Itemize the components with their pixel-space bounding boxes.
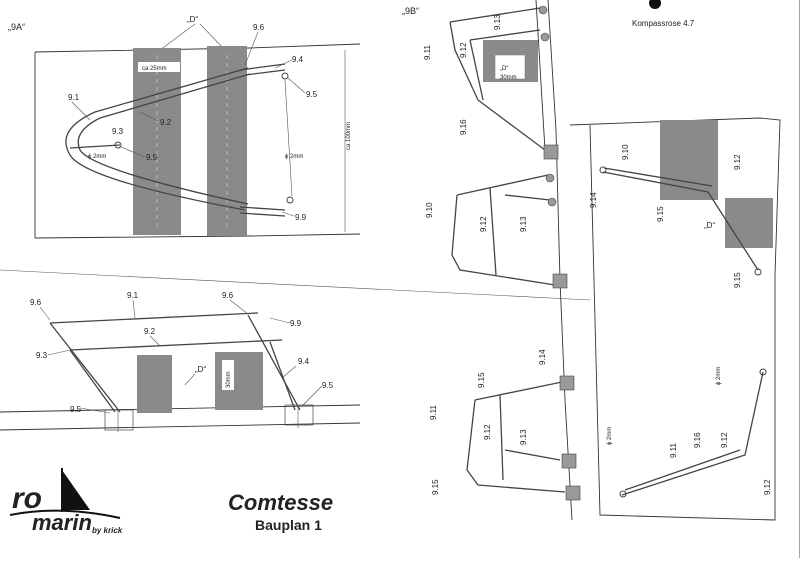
dim-phi2-a: ϕ 2mm xyxy=(88,154,106,160)
part-9-4-label: 9.4 xyxy=(292,55,304,64)
d-label-9a-top: „D“ xyxy=(187,15,198,24)
part-9-9b-label: 9.9 xyxy=(290,319,302,328)
part-9-14b-label: 9.14 xyxy=(589,192,598,208)
part-9-3-label: 9.3 xyxy=(112,127,124,136)
part-9-10b-label: 9.10 xyxy=(621,144,630,160)
dim-phi2-c: ϕ 2mm xyxy=(607,427,613,445)
part-9-4b-label: 9.4 xyxy=(298,357,310,366)
compass-label: Kompassrose 4.7 xyxy=(632,19,695,28)
section-9a-label: „9A“ xyxy=(8,22,25,32)
part-9-1b-label: 9.1 xyxy=(127,291,139,300)
deck-plank-1 xyxy=(133,48,181,235)
d-label-9a-bottom: „D“ xyxy=(195,365,206,374)
part-9-14-label: 9.14 xyxy=(538,349,547,365)
compass-rose-icon xyxy=(649,0,661,9)
part-9-15c-label: 9.15 xyxy=(656,206,665,222)
part-9-10-label: 9.10 xyxy=(425,202,434,218)
part-9-15b-label: 9.15 xyxy=(431,479,440,495)
part-9-1-label: 9.1 xyxy=(68,93,80,102)
dim-ca25: ca 25mm xyxy=(142,66,167,72)
part-9-12b-label: 9.12 xyxy=(479,216,488,232)
part-9-16-label: 9.16 xyxy=(459,119,468,135)
dim-phi2-b: ϕ 2mm xyxy=(285,154,303,160)
part-9-5d-label: 9.5 xyxy=(70,405,82,414)
part-9-16b-label: 9.16 xyxy=(693,432,702,448)
part-9-15d-label: 9.15 xyxy=(733,272,742,288)
deck-plank-5 xyxy=(660,120,718,200)
plan-title: Comtesse xyxy=(228,490,333,515)
part-9-12d-label: 9.12 xyxy=(733,154,742,170)
part-9-6c-label: 9.6 xyxy=(222,291,234,300)
part-9-13c-label: 9.13 xyxy=(519,429,528,445)
part-9-15-label: 9.15 xyxy=(477,372,486,388)
part-9-13b-label: 9.13 xyxy=(519,216,528,232)
part-9-2b-label: 9.2 xyxy=(144,327,156,336)
romarin-logo: ro marin by krick xyxy=(9,468,123,535)
part-9-3b-label: 9.3 xyxy=(36,351,48,360)
part-9-5c-label: 9.5 xyxy=(322,381,334,390)
plan-subtitle: Bauplan 1 xyxy=(255,517,322,533)
part-9-11c-label: 9.11 xyxy=(669,442,678,458)
part-9-6b-label: 9.6 xyxy=(30,298,42,307)
svg-text:by krick: by krick xyxy=(92,526,123,535)
part-9-11-label: 9.11 xyxy=(423,44,432,60)
dim-30mm: 30mm xyxy=(226,371,232,388)
part-9-12-label: 9.12 xyxy=(459,42,468,58)
svg-text:ro: ro xyxy=(12,482,42,515)
part-9-12c-label: 9.12 xyxy=(483,424,492,440)
part-9-6-label: 9.6 xyxy=(253,23,265,32)
d-label-right: „D“ xyxy=(704,221,715,230)
dim-ca100: ca 100mm xyxy=(346,122,352,150)
svg-text:marin: marin xyxy=(32,510,92,535)
part-9-5b-label: 9.5 xyxy=(146,153,158,162)
part-9-12e-label: 9.12 xyxy=(720,432,729,448)
part-9-12f-label: 9.12 xyxy=(763,479,772,495)
deck-plank-6 xyxy=(725,198,773,248)
part-9-2-label: 9.2 xyxy=(160,118,172,127)
dim-30mm-9b: 30mm xyxy=(500,75,517,81)
part-9-5-label: 9.5 xyxy=(306,90,318,99)
part-9-9-label: 9.9 xyxy=(295,213,307,222)
d-label-9b-box: „D“ xyxy=(500,66,508,72)
section-9b-label: „9B“ xyxy=(402,6,419,16)
deck-plank-3 xyxy=(137,355,172,413)
part-9-13-label: 9.13 xyxy=(493,14,502,30)
dim-phi2-d: ϕ 2mm xyxy=(716,367,722,385)
part-9-11b-label: 9.11 xyxy=(429,404,438,420)
